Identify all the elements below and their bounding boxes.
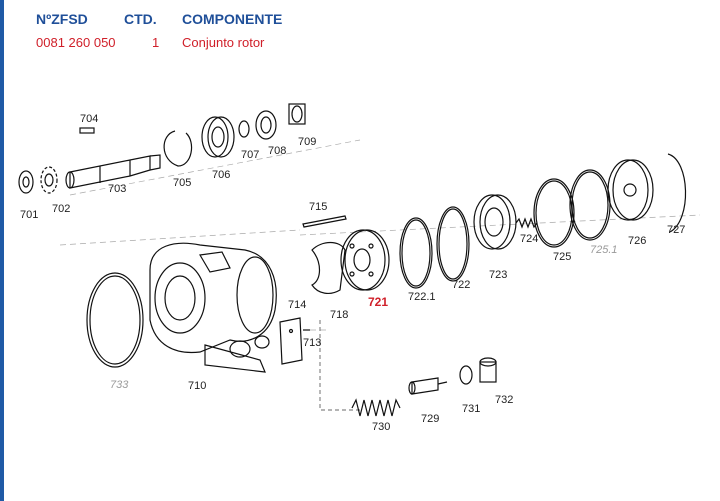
left-accent-bar <box>0 0 4 501</box>
part-706-bearing <box>201 116 235 158</box>
label-706: 706 <box>212 169 230 181</box>
header-col-component: COMPONENTE <box>182 11 283 27</box>
label-732: 732 <box>495 394 513 406</box>
component-value: Conjunto rotor <box>182 35 265 50</box>
part-732-plug <box>479 357 497 383</box>
part-722-oring <box>436 206 470 282</box>
label-733: 733 <box>110 379 129 391</box>
label-707: 707 <box>241 149 259 161</box>
part-723-cam-ring <box>473 194 517 250</box>
part-725-ring <box>533 178 575 248</box>
part-714-plate <box>279 317 303 365</box>
part-722-1-oring <box>399 217 433 289</box>
part-701-nut <box>18 170 34 194</box>
part-709-bush <box>288 103 306 125</box>
label-722-1: 722.1 <box>408 291 436 303</box>
part-733-oring-inner <box>89 275 141 365</box>
label-709: 709 <box>298 136 316 148</box>
header-col-quantity: CTD. <box>124 11 157 27</box>
part-729-valve <box>408 377 448 395</box>
part-705-circlip <box>163 130 193 167</box>
part-731-ring <box>459 365 473 385</box>
part-708-seal <box>255 110 277 140</box>
label-724: 724 <box>520 233 538 245</box>
label-725-1: 725.1 <box>590 244 618 256</box>
label-718: 718 <box>330 309 348 321</box>
part-724-spring <box>515 217 538 229</box>
label-725: 725 <box>553 251 571 263</box>
label-723: 723 <box>489 269 507 281</box>
part-726-cover <box>607 159 654 221</box>
part-715-pin <box>302 215 347 228</box>
label-704: 704 <box>80 113 98 125</box>
part-710-housing <box>149 242 277 373</box>
part-730-spring <box>351 398 401 417</box>
label-703: 703 <box>108 183 126 195</box>
part-704-key <box>79 127 95 134</box>
label-730: 730 <box>372 421 390 433</box>
label-727: 727 <box>667 224 685 236</box>
label-715: 715 <box>309 201 327 213</box>
label-701: 701 <box>20 209 38 221</box>
label-705: 705 <box>173 177 191 189</box>
label-713: 713 <box>303 337 321 349</box>
label-710: 710 <box>188 380 206 392</box>
part-number-value: 0081 260 050 <box>36 35 116 50</box>
part-707-ring <box>238 120 250 138</box>
part-721-rotor <box>340 229 390 291</box>
label-729: 729 <box>421 413 439 425</box>
part-703-shaft <box>65 154 161 189</box>
part-727-circlip <box>667 153 687 233</box>
label-722: 722 <box>452 279 470 291</box>
label-726: 726 <box>628 235 646 247</box>
part-733-oring <box>86 272 144 368</box>
label-721: 721 <box>368 295 388 309</box>
label-731: 731 <box>462 403 480 415</box>
label-708: 708 <box>268 145 286 157</box>
label-714: 714 <box>288 299 306 311</box>
label-702: 702 <box>52 203 70 215</box>
bracket-line <box>319 320 360 411</box>
header-col-part-number: NºZFSD <box>36 11 88 27</box>
quantity-value: 1 <box>152 35 160 50</box>
part-702-washer <box>40 166 58 194</box>
part-718-segment <box>311 241 346 295</box>
part-725-1-ring <box>569 169 611 241</box>
